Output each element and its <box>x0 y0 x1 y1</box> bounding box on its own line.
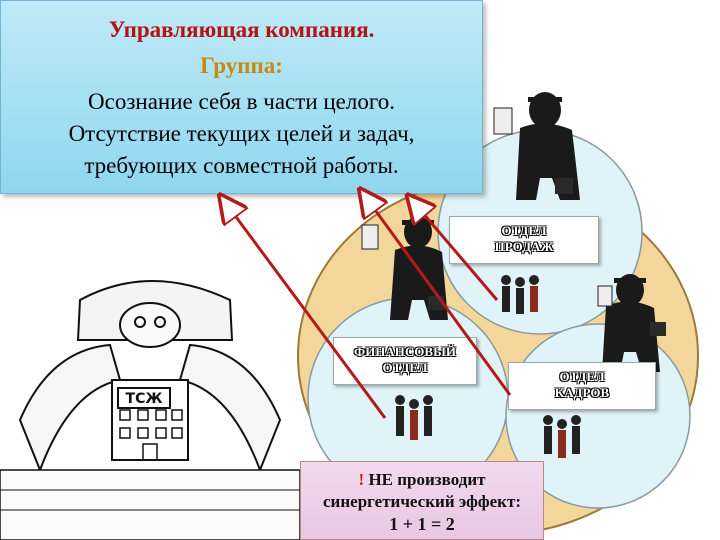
small-figures-sales <box>501 275 539 314</box>
note-formula: 1 + 1 = 2 <box>389 514 455 534</box>
synergy-note-box: ! НЕ производит синергетический эффект: … <box>300 461 544 540</box>
hr-department-label: ОТДЕЛ КАДРОВ <box>508 362 656 410</box>
cartoon-illustration <box>0 280 301 540</box>
note-line-1-text: НЕ производит <box>364 470 486 489</box>
finance-department-label: ФИНАНСОВЫЙ ОТДЕЛ <box>333 337 477 385</box>
note-line-1: ! НЕ производит <box>301 470 543 490</box>
box-line-3: требующих совместной работы. <box>84 153 399 178</box>
box-subtitle: Группа: <box>200 53 283 78</box>
sales-label-line-1: ОТДЕЛ <box>501 223 547 238</box>
sign-text: ТСЖ <box>126 391 163 407</box>
box-line-2: Отсутствие текущих целей и задач, <box>68 121 415 146</box>
businessman-figure <box>493 92 580 200</box>
sales-department-label: ОТДЕЛ ПРОДАЖ <box>449 216 599 264</box>
finance-label-line-1: ФИНАНСОВЫЙ <box>354 344 456 359</box>
box-title: Управляющая компания. <box>108 17 375 42</box>
finance-label-line-2: ОТДЕЛ <box>382 360 428 375</box>
small-figures-finance <box>395 395 433 440</box>
small-figures-hr <box>543 415 581 458</box>
hr-label-line-1: ОТДЕЛ <box>559 369 605 384</box>
management-company-box: Управляющая компания. Группа: Осознание … <box>0 0 483 194</box>
hr-label-line-2: КАДРОВ <box>554 385 610 400</box>
businessman-figure <box>597 274 666 372</box>
note-line-2: синергетический эффект: <box>323 492 521 511</box>
box-line-1: Осознание себя в части целого. <box>88 89 395 114</box>
sales-label-line-2: ПРОДАЖ <box>494 239 554 254</box>
exclamation-mark: ! <box>358 470 365 489</box>
